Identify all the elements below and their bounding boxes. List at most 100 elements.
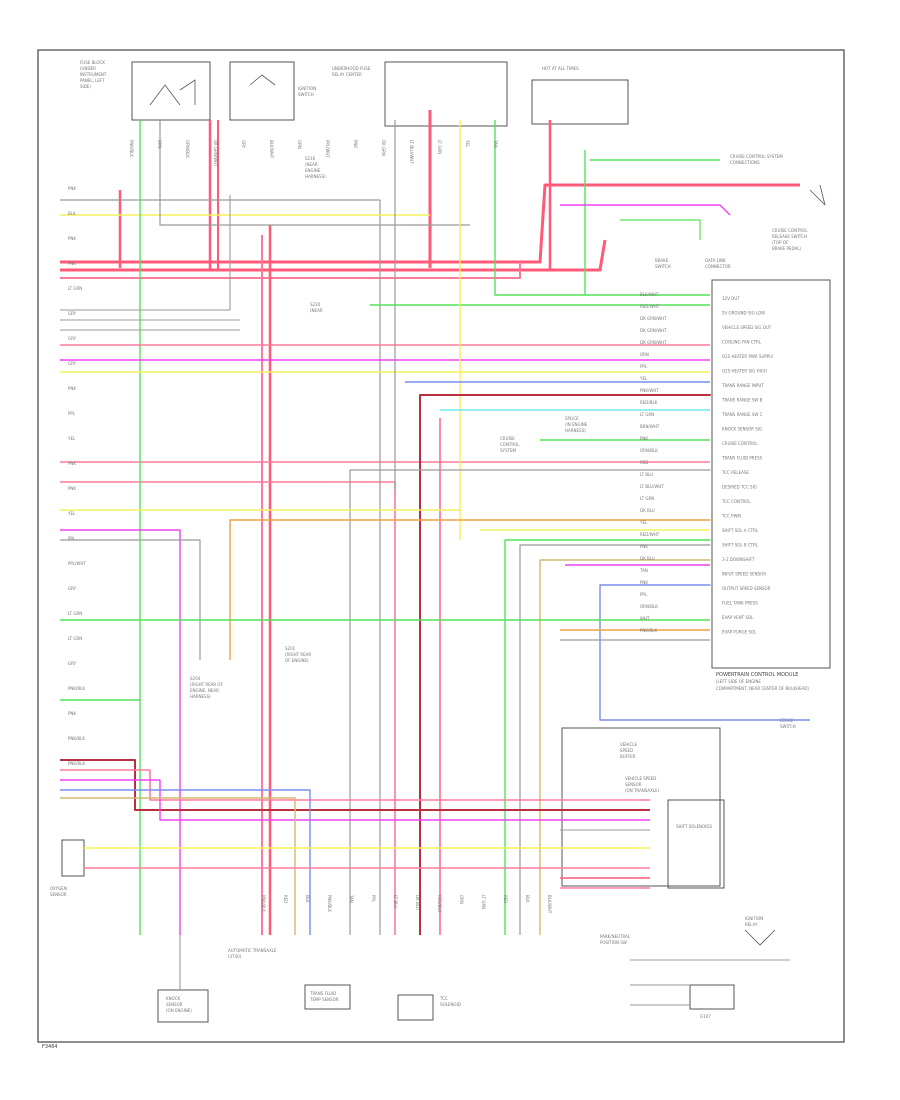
svg-text:ENGINE: ENGINE (305, 168, 321, 173)
wire-label-left: PNK (68, 261, 76, 266)
wire-label-mid: DK GRN/WHT (640, 340, 667, 345)
wire-label-bottom: PNK/BLK (261, 895, 266, 912)
svg-text:BUFFER: BUFFER (620, 754, 636, 759)
splice-center-label: S204 (RIGHT REAR OF ENGINE, NEAR HARNESS… (190, 676, 224, 699)
wire-label-top: ORN/BLK (185, 140, 190, 158)
wire-gray-mid (349, 469, 711, 935)
svg-text:SHIFT SOLENOIDS: SHIFT SOLENOIDS (676, 824, 713, 829)
svg-text:S216: S216 (305, 156, 316, 161)
wire-gray-2 (60, 195, 231, 311)
wire-label-top: BRN (157, 140, 162, 149)
wire-blue-low (60, 789, 311, 935)
svg-text:UNDERHOOD FUSE: UNDERHOOD FUSE (332, 66, 371, 71)
svg-text:CONNECTIONS: CONNECTIONS (730, 160, 760, 165)
wire-label-bottom: TAN (349, 894, 354, 903)
pcm-pin-label: O2S HEATER SIG HIGH (722, 369, 767, 374)
wire-label-mid: RED (640, 460, 648, 465)
wire-label-left: PNK (68, 186, 76, 191)
wire-label-mid: PNK (640, 436, 648, 441)
svg-text:VEHICLE SPEED: VEHICLE SPEED (625, 776, 656, 781)
svg-text:BRAKE: BRAKE (655, 258, 669, 263)
wire-label-top: YEL (465, 139, 470, 148)
wire-label-mid: TAN (639, 568, 648, 573)
wire-label-mid: PNK/WHT (640, 388, 659, 393)
wire-label-mid: DK GRN/WHT (640, 328, 667, 333)
svg-text:HARNESS): HARNESS) (565, 428, 586, 433)
svg-text:S204: S204 (190, 676, 201, 681)
wire-label-bottom: LT GRN (481, 895, 486, 909)
wire-label-mid: ORN (640, 352, 649, 357)
pcm-pin-label: TRANS RANGE INPUT (721, 383, 764, 388)
wire-bus-red-1 (60, 183, 800, 264)
splice-lower-label: S201 (RIGHT REAR OF ENGINE) (285, 646, 311, 663)
wire-label-bottom: RED/BLK (437, 895, 442, 913)
pcm-pin-label: TRANS RANGE SW C (721, 412, 763, 417)
pcm-pin-label: COOLING FAN CTRL (722, 340, 762, 345)
fuse-block: FUSE BLOCK (UNDER INSTRUMENT PANEL, LEFT… (80, 60, 211, 121)
svg-text:IGNITION: IGNITION (745, 916, 763, 921)
wire-gray-top (60, 199, 381, 935)
pcm-pin-label: DESIRED TCC SIG (722, 485, 757, 490)
wire-magenta-brake (560, 204, 731, 216)
svg-text:RELAY: RELAY (745, 922, 758, 927)
svg-text:HARNESS): HARNESS) (190, 694, 211, 699)
vehicle-speed-sensor: VEHICLE SPEED SENSOR (ON TRANSAXLE) (625, 776, 660, 793)
wire-label-left: LT GRN (68, 611, 82, 616)
diagram-frame (37, 49, 845, 1043)
wire-label-top: DK GRN/WHT (213, 140, 218, 167)
wire-label-left: BLK (68, 211, 76, 216)
wire-label-mid: YEL (639, 520, 648, 525)
pcm-pin-label: TRANS RANGE SW B (721, 398, 763, 403)
splice-top-label: S216 (NEAR ENGINE HARNESS) (305, 156, 326, 179)
svg-text:SWITCH: SWITCH (655, 264, 671, 269)
wire-label-left: GRY (68, 336, 77, 341)
wire-pink-low (60, 769, 650, 801)
pcm-pin-label: TCC RELEASE (721, 470, 749, 475)
pcm-pin-label: 3-2 DOWNSHIFT (722, 557, 755, 562)
oxygen-sensor: OXYGEN SENSOR (50, 839, 85, 897)
wire-label-bottom: ORN (459, 895, 464, 904)
splice-mid-label: S220 (NEAR (310, 302, 323, 313)
svg-text:TRANS FLUID: TRANS FLUID (309, 991, 336, 996)
wire-label-left: PPL (68, 536, 76, 541)
svg-text:SENSOR: SENSOR (625, 782, 642, 787)
wire-green-relay (494, 120, 710, 296)
wire-label-mid: PNK (640, 544, 648, 549)
wire-label-left: PNK (68, 486, 76, 491)
wire-label-mid: PPL (640, 592, 648, 597)
wire-label-bottom: PNK/BLK (327, 895, 332, 912)
wire-magenta-low (60, 779, 650, 821)
wire-label-left: PNK/BLK (68, 686, 85, 691)
wire-label-top: TAN (493, 139, 498, 148)
wire-tan-low (60, 797, 296, 935)
wire-gray-mid-2 (519, 544, 711, 935)
wire-label-mid: ORN/BLK (640, 604, 658, 609)
svg-text:CONNECTOR: CONNECTOR (705, 264, 731, 269)
wire-label-left: PNK (68, 386, 76, 391)
wire-label-top: PNK/BLK (129, 140, 134, 157)
wire-darkred-pcm (419, 394, 711, 935)
svg-text:CONTROL: CONTROL (500, 442, 520, 447)
svg-text:(TOP OF: (TOP OF (772, 240, 789, 245)
wire-label-left: YEL (67, 511, 76, 516)
svg-text:VEHICLE: VEHICLE (620, 742, 637, 747)
svg-text:TCC: TCC (439, 996, 448, 1001)
wire-label-mid: YEL (639, 376, 648, 381)
svg-text:SWITCH: SWITCH (780, 724, 796, 729)
svg-text:IGNITION: IGNITION (298, 86, 316, 91)
cruise-control-connections: CRUISE CONTROL SYSTEM CONNECTIONS (730, 154, 783, 165)
svg-text:RELEASE SWITCH: RELEASE SWITCH (772, 234, 807, 239)
svg-text:SPLICE: SPLICE (565, 416, 579, 421)
wire-label-bottom: RED (283, 895, 288, 903)
wire-label-left: GRY (68, 361, 77, 366)
pcm-pin-label: EVAP VENT SOL (722, 615, 754, 620)
wire-label-mid: LT GRN (640, 412, 654, 417)
svg-text:OF ENGINE): OF ENGINE) (285, 658, 309, 663)
wire-label-left: YEL (67, 436, 76, 441)
wire-label-mid: PPL (640, 364, 648, 369)
wire-label-mid: ORN/BLK (640, 448, 658, 453)
wire-label-bottom: PPL (371, 895, 376, 903)
svg-text:PANEL, LEFT: PANEL, LEFT (80, 78, 105, 83)
